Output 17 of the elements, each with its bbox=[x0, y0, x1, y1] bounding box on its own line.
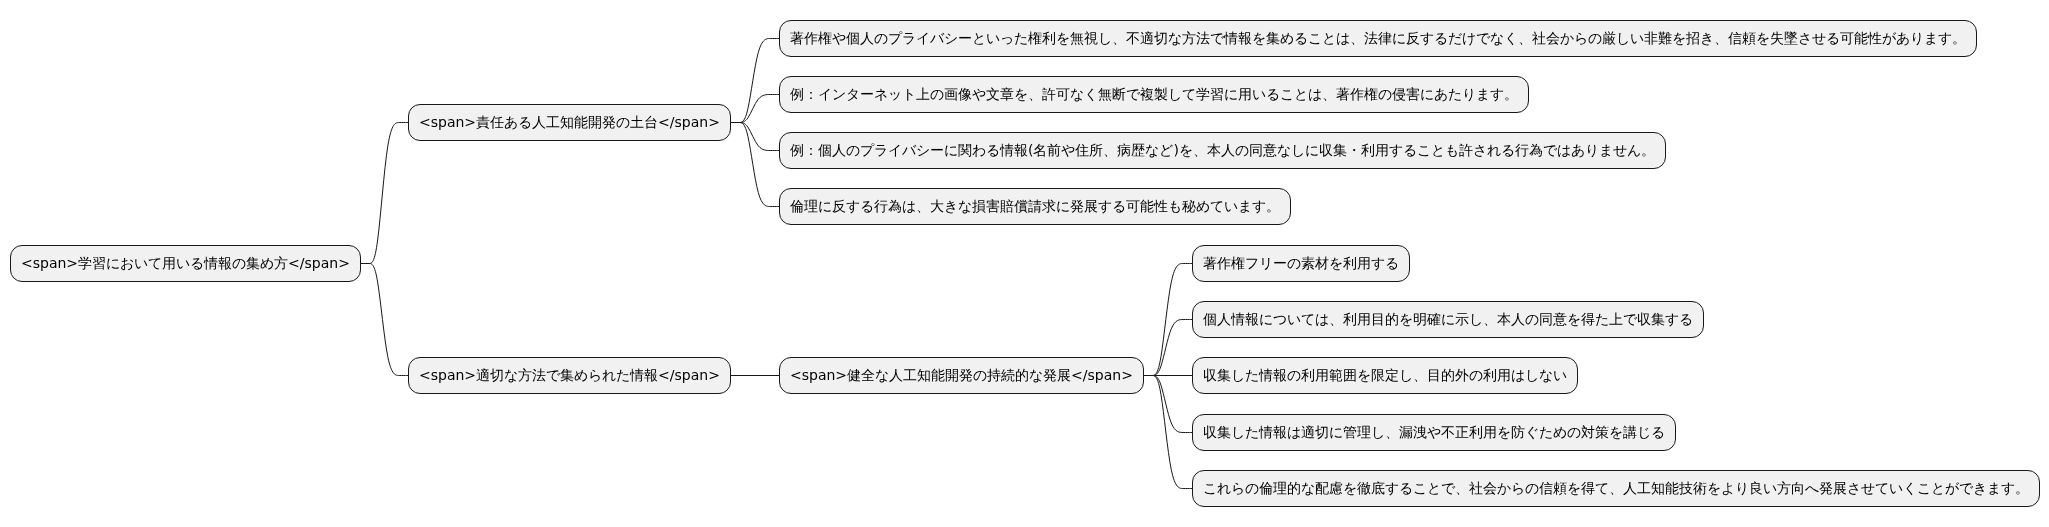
topic-box: 著作権フリーの素材を利用する bbox=[1192, 245, 1410, 282]
connector-line bbox=[730, 375, 780, 376]
topic-box: <span>適切な方法で集められた情報</span> bbox=[408, 357, 731, 394]
connector-line bbox=[730, 122, 780, 207]
topic-box: これらの倫理的な配慮を徹底することで、社会からの信頼を得て、人工知能技術をより良い方向へ発展させていくことができます。 bbox=[1192, 470, 2040, 507]
topic-box: 収集した情報の利用範囲を限定し、目的外の利用はしない bbox=[1192, 357, 1578, 394]
connector-line bbox=[360, 263, 409, 376]
topic-box: 倫理に反する行為は、大きな損害賠償請求に発展する可能性も秘めています。 bbox=[779, 188, 1291, 225]
connector-line bbox=[1143, 375, 1193, 489]
topic-box: <span>責任ある人工知能開発の土台</span> bbox=[408, 104, 731, 141]
topic-box: 例：インターネット上の画像や文章を、許可なく無断で複製して学習に用いることは、著作権の侵害にあたります。 bbox=[779, 76, 1529, 113]
topic-box: 著作権や個人のプライバシーといった権利を無視し、不適切な方法で情報を集めることは、法律に反するだけでなく、社会からの厳しい非難を招き、信頼を失墜させる可能性があります。 bbox=[779, 20, 1977, 57]
topic-box: 例：個人のプライバシーに関わる情報(名前や住所、病歴など)を、本人の同意なしに収集・利用することも許される行為ではありません。 bbox=[779, 132, 1666, 169]
topic-box: 個人情報については、利用目的を明確に示し、本人の同意を得た上で収集する bbox=[1192, 301, 1704, 338]
topic-box: <span>学習において用いる情報の集め方</span> bbox=[10, 245, 361, 282]
topic-box: 収集した情報は適切に管理し、漏洩や不正利用を防ぐための対策を講じる bbox=[1192, 414, 1676, 451]
topic-box: <span>健全な人工知能開発の持続的な発展</span> bbox=[779, 357, 1144, 394]
